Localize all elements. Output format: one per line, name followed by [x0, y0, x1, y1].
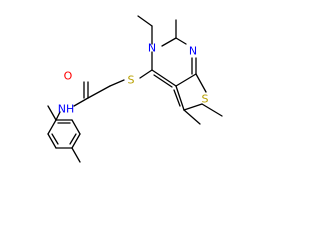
atom-labels: O NH S N N S	[58, 42, 209, 116]
bonds	[47, 15, 223, 163]
bond	[69, 133, 77, 145]
bond	[175, 73, 197, 87]
bond	[47, 133, 57, 149]
bond	[71, 133, 81, 149]
bond	[153, 74, 173, 88]
bond	[175, 85, 185, 111]
bond	[55, 111, 61, 121]
bond	[195, 73, 207, 93]
bond	[109, 79, 125, 87]
bond	[71, 119, 81, 135]
bond	[47, 105, 57, 121]
thioether-sulfur-label: S	[128, 74, 135, 87]
ring-nitrogen-imine-atom: N	[189, 45, 197, 58]
ring-nitrogen-ethyl-atom: N	[148, 42, 156, 55]
bond	[71, 147, 81, 163]
bond	[151, 69, 177, 87]
molecule-structure-diagram: O NH S N N S	[47, 15, 223, 163]
bond	[175, 37, 187, 45]
bond	[183, 103, 203, 111]
bond	[139, 69, 153, 79]
oxygen-label: O	[64, 70, 73, 83]
thiophene-sulfur-atom: S	[202, 93, 209, 106]
bond	[47, 119, 57, 135]
bond	[201, 103, 223, 117]
bond	[87, 85, 111, 99]
bond	[173, 89, 181, 107]
thioether-sulfur-atom: S	[128, 74, 135, 87]
amide-nitrogen-atom: NH	[58, 103, 75, 116]
thiophene-sulfur-label: S	[202, 93, 209, 106]
ring-nitrogen-imine-label: N	[189, 45, 197, 58]
ring-nitrogen-ethyl-label: N	[148, 42, 156, 55]
bond	[183, 109, 201, 125]
bond	[51, 133, 59, 145]
bond	[137, 15, 153, 27]
bond	[73, 97, 89, 107]
bond	[161, 37, 177, 47]
amide-nitrogen-label: NH	[58, 103, 75, 116]
oxygen-atom: O	[64, 70, 73, 83]
